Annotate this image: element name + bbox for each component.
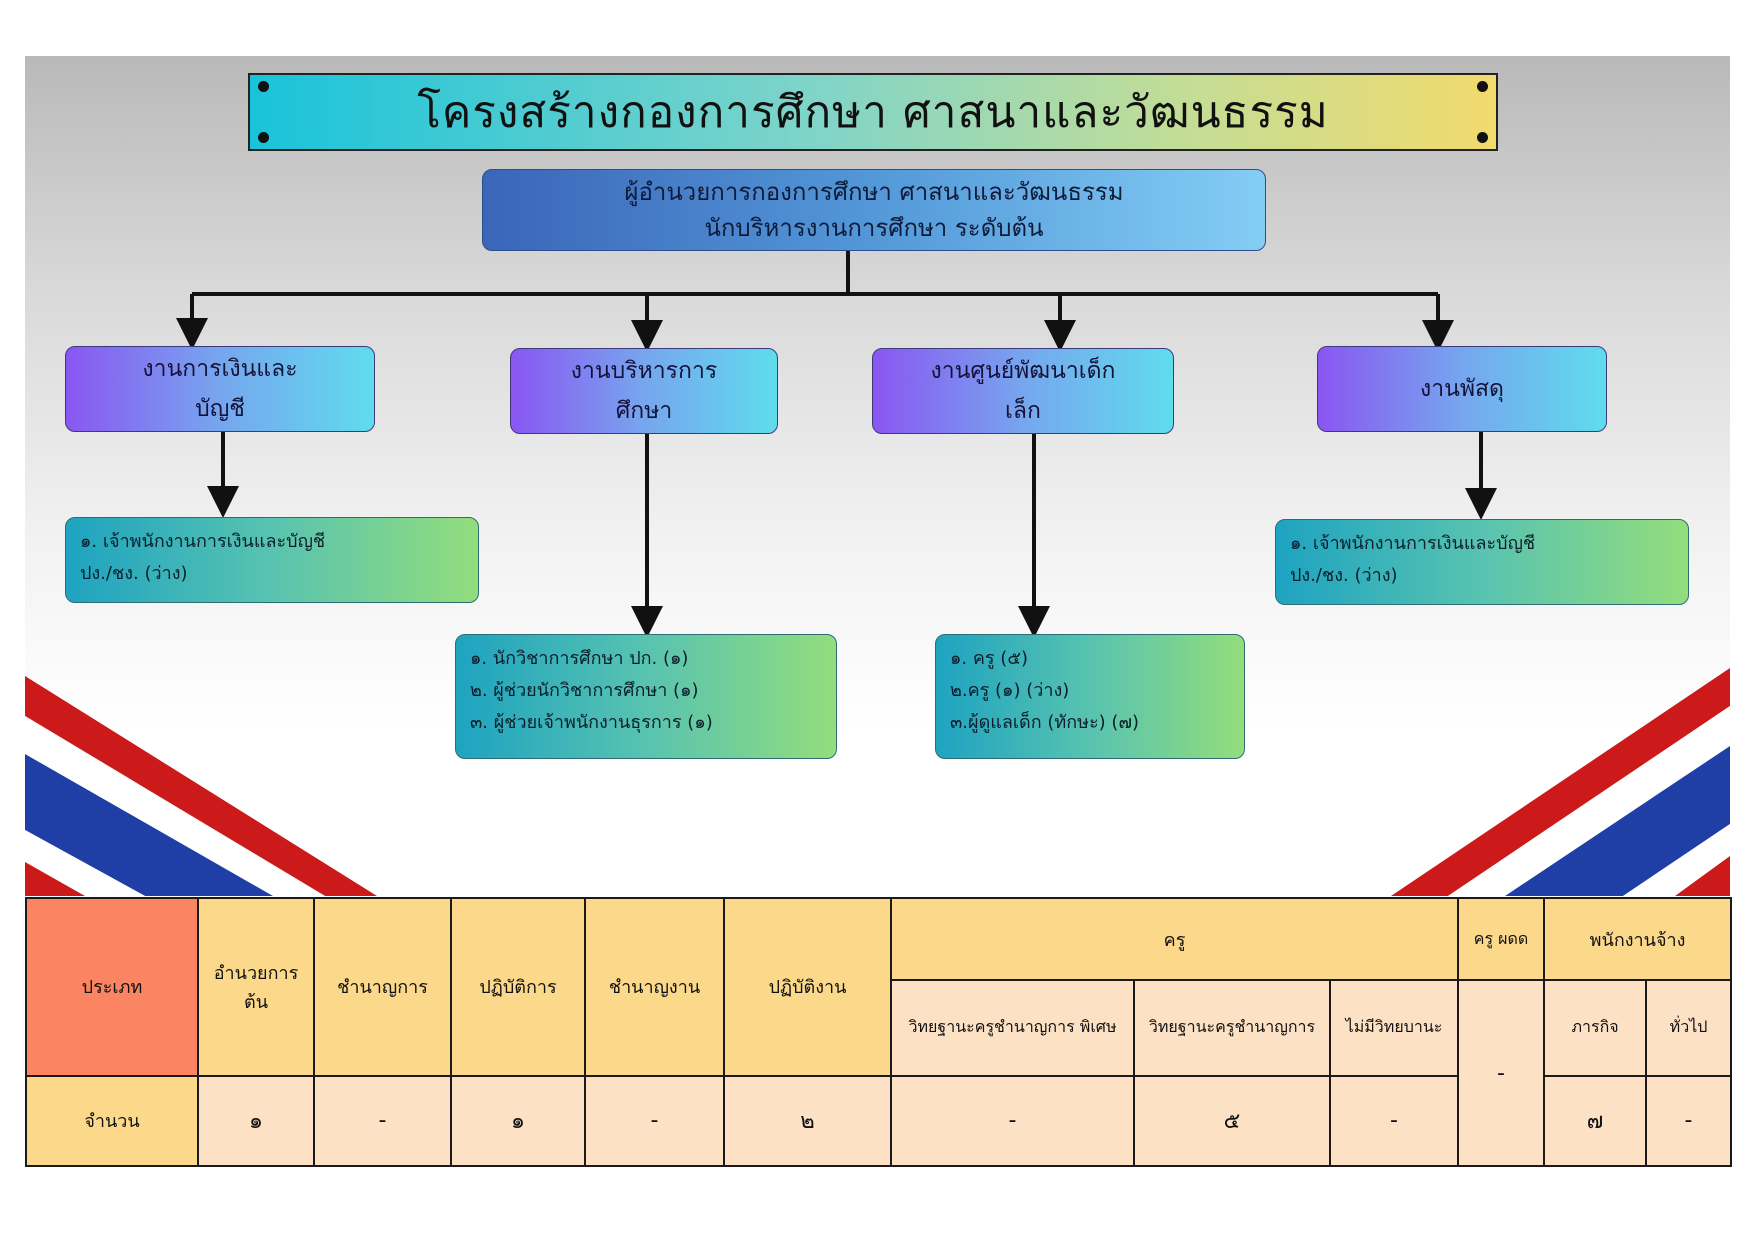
flag-left-white-1 bbox=[25, 716, 325, 896]
dept-childcare-label: งานศูนย์พัฒนาเด็ก เล็ก bbox=[931, 351, 1116, 431]
staff-supplies-line1: ๑. เจ้าพนักงานการเงินและบัญชี bbox=[1290, 533, 1536, 554]
page-title-text: โครงสร้างกองการศึกษา ศาสนาและวัฒนธรรม bbox=[417, 87, 1329, 138]
staff-childcare-line1: ๑. ครู (๕) bbox=[950, 648, 1028, 669]
flag-left-red-2 bbox=[25, 862, 85, 896]
row-label-count: จำนวน bbox=[25, 1074, 199, 1168]
staff-finance: ๑. เจ้าพนักงานการเงินและบัญชี ปง./ชง. (ว… bbox=[65, 517, 479, 603]
dept-education: งานบริหารการ ศึกษา bbox=[510, 348, 778, 434]
staff-education-line2: ๒. ผู้ช่วยนักวิชาการศึกษา (๑) bbox=[470, 680, 699, 701]
flag-right-white-1 bbox=[1448, 706, 1730, 896]
header-employee-general: ทั่วไป bbox=[1645, 979, 1733, 1077]
director-position: นักบริหารงานการศึกษา ระดับต้น bbox=[704, 214, 1044, 242]
dept-education-label: งานบริหารการ ศึกษา bbox=[571, 351, 717, 431]
header-teacher-professional: วิทยฐานะครูชำนาญการ bbox=[1133, 979, 1331, 1077]
value-director-level: ๑ bbox=[197, 1074, 315, 1168]
org-chart-panel: โครงสร้างกองการศึกษา ศาสนาและวัฒนธรรม ผู… bbox=[25, 56, 1730, 896]
header-experienced: ชำนาญงาน bbox=[584, 897, 725, 1077]
value-professional: - bbox=[313, 1074, 452, 1168]
header-director-level: อำนวยการต้น bbox=[197, 897, 315, 1077]
dept-education-line2: ศึกษา bbox=[615, 398, 673, 424]
table-header-row-2: วิทยฐานะครูชำนาญการ พิเศษ วิทยฐานะครูชำน… bbox=[26, 979, 1733, 1167]
banner-dot bbox=[258, 132, 269, 143]
flag-right-red-1 bbox=[1391, 668, 1730, 896]
dept-finance-line2: บัญชี bbox=[195, 396, 245, 422]
flag-right-white-2 bbox=[1623, 824, 1730, 896]
header-teacher: ครู bbox=[889, 896, 1460, 982]
value-teacher-none: - bbox=[1328, 1074, 1460, 1168]
header-professional: ชำนาญการ bbox=[313, 897, 452, 1077]
dept-finance: งานการเงินและ บัญชี bbox=[65, 346, 375, 432]
banner-dot bbox=[1477, 132, 1488, 143]
value-teacher-cdc: - bbox=[1457, 979, 1546, 1167]
table-value-row: จำนวน ๑ - ๑ - ๒ - ๕ - ๗ - bbox=[25, 1074, 1733, 1168]
flag-right-blue bbox=[1505, 746, 1730, 896]
flag-left-blue bbox=[25, 754, 273, 896]
header-operational: ปฏิบัติงาน bbox=[723, 897, 892, 1077]
header-type: ประเภท bbox=[25, 897, 199, 1077]
staff-finance-line2: ปง./ชง. (ว่าง) bbox=[80, 563, 188, 584]
header-teacher-none: ไม่มีวิทยบานะ bbox=[1328, 979, 1460, 1077]
page-title: โครงสร้างกองการศึกษา ศาสนาและวัฒนธรรม bbox=[248, 73, 1498, 151]
flag-right-red-2 bbox=[1675, 856, 1730, 896]
dept-childcare-line1: งานศูนย์พัฒนาเด็ก bbox=[930, 358, 1116, 384]
staff-childcare-line3: ๓.ผู้ดูแลเด็ก (ทักษะ) (๗) bbox=[950, 712, 1139, 733]
banner-dot bbox=[1477, 81, 1488, 92]
flag-left-red-1 bbox=[25, 676, 377, 896]
value-operational: ๒ bbox=[723, 1074, 892, 1168]
header-practitioner: ปฏิบัติการ bbox=[450, 897, 586, 1077]
staff-supplies-line2: ปง./ชง. (ว่าง) bbox=[1290, 565, 1398, 586]
dept-finance-line1: งานการเงินและ bbox=[142, 356, 298, 382]
staff-supplies: ๑. เจ้าพนักงานการเงินและบัญชี ปง./ชง. (ว… bbox=[1275, 519, 1689, 605]
flag-left-white-2 bbox=[25, 830, 145, 896]
header-employee-mission: ภารกิจ bbox=[1543, 979, 1648, 1077]
staff-finance-line1: ๑. เจ้าพนักงานการเงินและบัญชี bbox=[80, 531, 326, 552]
staff-education: ๑. นักวิชาการศึกษา ปก. (๑) ๒. ผู้ช่วยนัก… bbox=[455, 634, 837, 759]
value-teacher-professional: ๕ bbox=[1133, 1074, 1331, 1168]
value-employee-general: - bbox=[1645, 1074, 1733, 1168]
value-employee-mission: ๗ bbox=[1543, 1074, 1648, 1168]
staffing-table: ประเภท อำนวยการต้น ชำนาญการ ปฏิบัติการ ช… bbox=[25, 896, 1733, 1168]
staff-childcare: ๑. ครู (๕) ๒.ครู (๑) (ว่าง) ๓.ผู้ดูแลเด็… bbox=[935, 634, 1245, 759]
header-teacher-cdc: ครู ผดด bbox=[1457, 896, 1546, 982]
table-header-row-1: ประเภท อำนวยการต้น ชำนาญการ ปฏิบัติการ ช… bbox=[25, 896, 1733, 1077]
dept-childcare: งานศูนย์พัฒนาเด็ก เล็ก bbox=[872, 348, 1174, 434]
director-node: ผู้อำนวยการกองการศึกษา ศาสนาและวัฒนธรรม … bbox=[482, 169, 1266, 251]
connector-lines bbox=[176, 251, 1497, 638]
flag-stripes-right-group bbox=[1391, 668, 1730, 896]
value-experienced: - bbox=[584, 1074, 725, 1168]
value-teacher-special: - bbox=[890, 1074, 1135, 1168]
flag-stripes-left bbox=[25, 668, 1730, 896]
director-title: ผู้อำนวยการกองการศึกษา ศาสนาและวัฒนธรรม bbox=[624, 178, 1124, 206]
banner-dot bbox=[258, 81, 269, 92]
flag-stripes-left-group bbox=[25, 676, 377, 896]
staff-childcare-line2: ๒.ครู (๑) (ว่าง) bbox=[950, 680, 1070, 701]
dept-education-line1: งานบริหารการ bbox=[570, 358, 718, 384]
dept-supplies: งานพัสดุ bbox=[1317, 346, 1607, 432]
header-employee: พนักงานจ้าง bbox=[1543, 896, 1733, 982]
staff-education-line1: ๑. นักวิชาการศึกษา ปก. (๑) bbox=[470, 648, 689, 669]
value-practitioner: ๑ bbox=[450, 1074, 586, 1168]
dept-childcare-line2: เล็ก bbox=[1005, 398, 1041, 424]
dept-supplies-label: งานพัสดุ bbox=[1419, 376, 1504, 402]
dept-finance-label: งานการเงินและ บัญชี bbox=[142, 349, 297, 429]
staff-education-line3: ๓. ผู้ช่วยเจ้าพนักงานธุรการ (๑) bbox=[470, 712, 713, 733]
header-teacher-special: วิทยฐานะครูชำนาญการ พิเศษ bbox=[890, 979, 1135, 1077]
